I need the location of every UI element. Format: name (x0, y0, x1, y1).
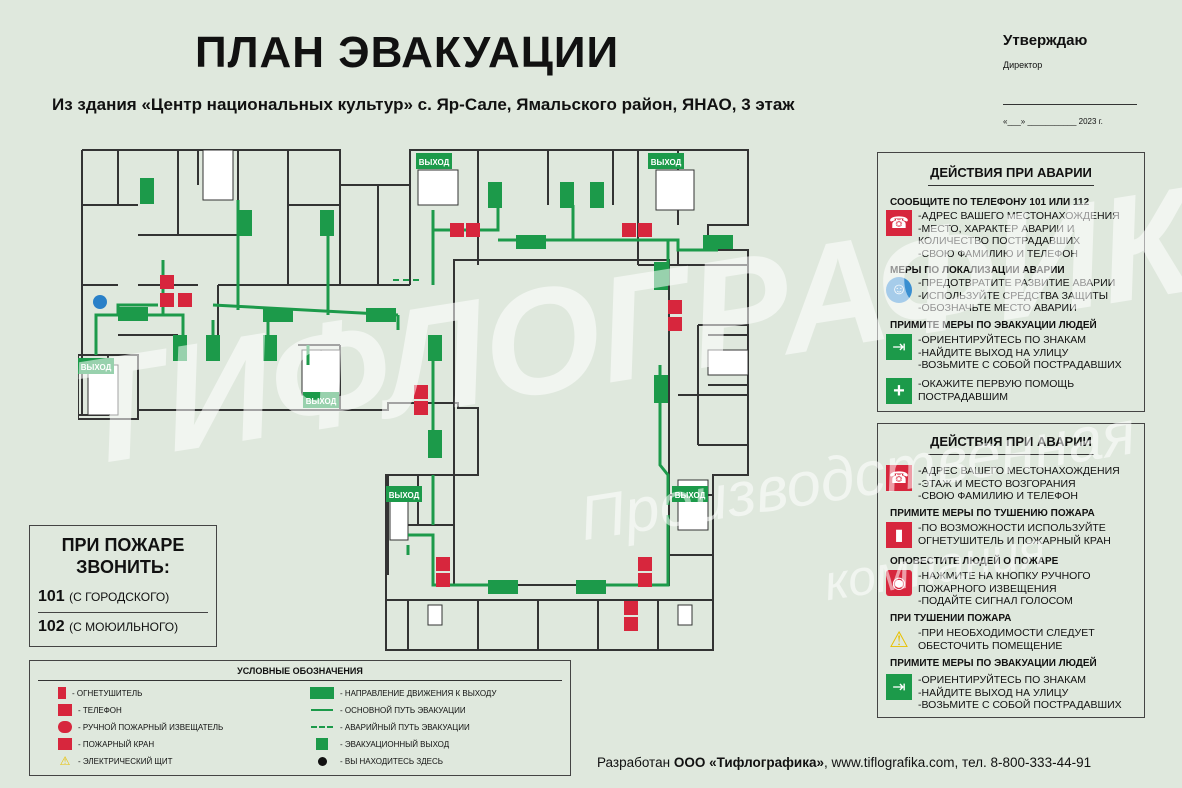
fire-actions-panel: ДЕЙСТВИЯ ПРИ АВАРИИ ☎ -АДРЕС ВАШЕГО МЕСТ… (877, 423, 1145, 718)
emergency-actions-panel: ДЕЙСТВИЯ ПРИ АВАРИИ СООБЩИТЕ ПО ТЕЛЕФОНУ… (877, 152, 1145, 412)
legend-item: - АВАРИЙНЫЙ ПУТЬ ЭВАКУАЦИИ (310, 721, 470, 733)
legend-item: - ЭВАКУАЦИОННЫЙ ВЫХОД (310, 738, 449, 750)
panel2-heading-5: ПРИМИТЕ МЕРЫ ПО ЭВАКУАЦИИ ЛЮДЕЙ (890, 658, 1097, 669)
exit-icon: ⇥ (886, 674, 912, 700)
legend-item: - ОСНОВНОЙ ПУТЬ ЭВАКУАЦИИ (310, 704, 466, 716)
credit-line: Разработан ООО «Тифлографика», www.tiflo… (597, 755, 1092, 770)
evacuation-exit-icon (316, 738, 328, 750)
you-are-here-icon (93, 295, 107, 309)
legend-title: УСЛОВНЫЕ ОБОЗНАЧЕНИЯ (237, 666, 363, 676)
panel1-row-1: ☎ -АДРЕС ВАШЕГО МЕСТОНАХОЖДЕНИЯ -МЕСТО, … (886, 210, 1120, 260)
legend-item: - ВЫ НАХОДИТЕСЬ ЗДЕСЬ (310, 755, 443, 767)
approval-role: Директор (1003, 60, 1043, 70)
main-route-line-icon (310, 704, 334, 716)
legend: УСЛОВНЫЕ ОБОЗНАЧЕНИЯ - ОГНЕТУШИТЕЛЬ - ТЕ… (29, 660, 571, 776)
alarm-button-icon: ◉ (886, 570, 912, 596)
exit-label-5: ВЫХОД (389, 491, 420, 500)
fire-call-title-1: ПРИ ПОЖАРЕ (61, 535, 185, 555)
panel2-row-3: ◉ -НАЖМИТЕ НА КНОПКУ РУЧНОГО ПОЖАРНОГО И… (886, 570, 1091, 608)
panel1-heading-2: МЕРЫ ПО ЛОКАЛИЗАЦИИ АВАРИИ (890, 265, 1065, 276)
panel2-heading-4: ПРИ ТУШЕНИИ ПОЖАРА (890, 613, 1012, 624)
stairwells (87, 149, 749, 626)
exit-label-2: ВЫХОД (651, 158, 682, 167)
exit-signs: ВЫХОД ВЫХОД ВЫХОД ВЫХОД ВЫХОД ВЫХОД (78, 153, 708, 502)
exit-icon: ⇥ (886, 334, 912, 360)
emergency-route-line-icon (310, 721, 334, 733)
approval-label: Утверждаю (1003, 32, 1088, 49)
panel1-row-3: ⇥ -ОРИЕНТИРУЙТЕСЬ ПО ЗНАКАМ -НАЙДИТЕ ВЫХ… (886, 334, 1122, 372)
electric-warning-icon: ⚠ (889, 627, 909, 652)
protective-gear-icon: ☺ (886, 277, 912, 303)
legend-item: - ПОЖАРНЫЙ КРАН (58, 738, 154, 750)
panel2-row-1: ☎ -АДРЕС ВАШЕГО МЕСТОНАХОЖДЕНИЯ -ЭТАЖ И … (886, 465, 1120, 503)
panel1-heading-1: СООБЩИТЕ ПО ТЕЛЕФОНУ 101 ИЛИ 112 (890, 197, 1090, 208)
legend-item: - ОГНЕТУШИТЕЛЬ (58, 687, 142, 699)
legend-item: - НАПРАВЛЕНИЕ ДВИЖЕНИЯ К ВЫХОДУ (310, 687, 496, 699)
evacuation-direction-signs (118, 178, 733, 594)
direction-arrow-icon (310, 687, 334, 699)
panel2-heading-3: ОПОВЕСТИТЕ ЛЮДЕЙ О ПОЖАРЕ (890, 556, 1059, 567)
fire-equipment (160, 223, 682, 631)
page-title: ПЛАН ЭВАКУАЦИИ (195, 28, 620, 77)
exit-label-3: ВЫХОД (81, 363, 112, 372)
panel1-title: ДЕЙСТВИЯ ПРИ АВАРИИ (930, 165, 1092, 180)
fire-extinguisher-icon: ▮ (886, 522, 912, 548)
floor-plan: ВЫХОД ВЫХОД ВЫХОД ВЫХОД ВЫХОД ВЫХОД (78, 149, 749, 651)
manual-call-point-icon (58, 721, 72, 733)
panel2-row-2: ▮ -ПО ВОЗМОЖНОСТИ ИСПОЛЬЗУЙТЕ ОГНЕТУШИТЕ… (886, 522, 1111, 548)
electric-panel-icon: ⚠ (59, 754, 71, 768)
panel1-heading-3: ПРИМИТЕ МЕРЫ ПО ЭВАКУАЦИИ ЛЮДЕЙ (890, 320, 1097, 331)
you-are-here-icon (310, 755, 334, 767)
panel2-row-5: ⇥ -ОРИЕНТИРУЙТЕСЬ ПО ЗНАКАМ -НАЙДИТЕ ВЫХ… (886, 674, 1122, 712)
panel1-row-2: ☺ -ПРЕДОТВРАТИТЕ РАЗВИТИЕ АВАРИИ -ИСПОЛЬ… (886, 277, 1115, 315)
panel1-row-4: + -ОКАЖИТЕ ПЕРВУЮ ПОМОЩЬ ПОСТРАДАВШИМ (886, 378, 1074, 404)
phone-icon: ☎ (886, 465, 912, 491)
first-aid-icon: + (886, 378, 912, 404)
fire-number-102: 102 (С МОЮИЛЬНОГО) (38, 618, 179, 635)
exit-label-1: ВЫХОД (419, 158, 450, 167)
phone-icon (58, 704, 72, 716)
legend-item: - ТЕЛЕФОН (58, 704, 122, 716)
phone-icon: ☎ (886, 210, 912, 236)
panel2-title: ДЕЙСТВИЯ ПРИ АВАРИИ (930, 434, 1092, 449)
signature-line (1003, 92, 1137, 105)
legend-item: ⚠- ЭЛЕКТРИЧЕСКИЙ ЩИТ (59, 754, 173, 768)
panel2-heading-2: ПРИМИТЕ МЕРЫ ПО ТУШЕНИЮ ПОЖАРА (890, 508, 1095, 519)
fire-hydrant-icon (58, 738, 72, 750)
legend-item: - РУЧНОЙ ПОЖАРНЫЙ ИЗВЕЩАТЕЛЬ (58, 721, 223, 733)
exit-label-6: ВЫХОД (675, 491, 706, 500)
fire-number-101: 101 (С ГОРОДСКОГО) (38, 588, 170, 605)
exit-label-4: ВЫХОД (306, 397, 337, 406)
fire-extinguisher-icon (58, 687, 66, 699)
panel2-row-4: ⚠ -ПРИ НЕОБХОДИМОСТИ СЛЕДУЕТ ОБЕСТОЧИТЬ … (886, 627, 1095, 653)
approval-date-line: «___» ___________ 2023 г. (1003, 117, 1103, 126)
page-subtitle: Из здания «Центр национальных культур» с… (52, 95, 795, 114)
fire-call-title-2: ЗВОНИТЬ: (76, 557, 170, 577)
